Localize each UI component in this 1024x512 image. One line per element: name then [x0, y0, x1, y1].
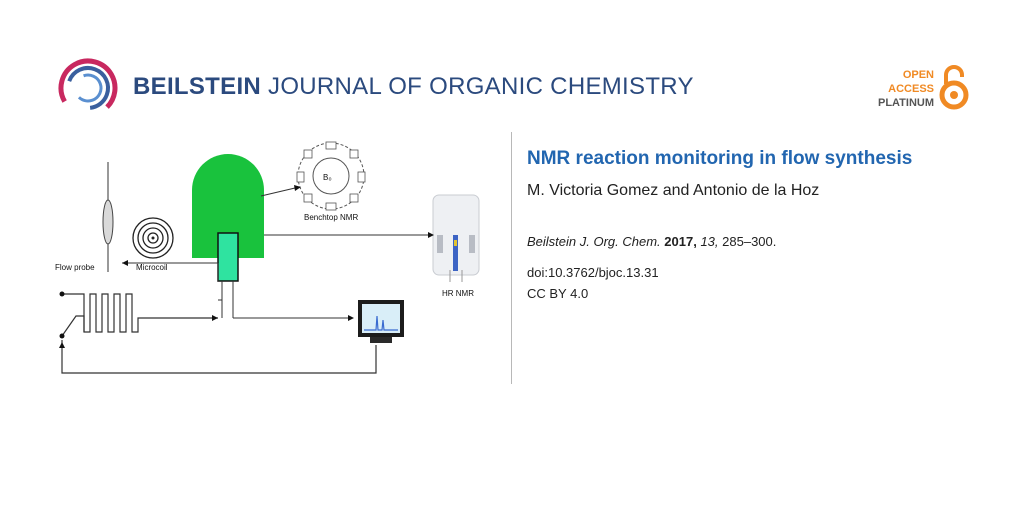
- open-access-lock-icon: [939, 65, 969, 110]
- citation-pages: 285–300.: [722, 234, 777, 249]
- oa-line-platinum: PLATINUM: [877, 97, 934, 109]
- citation: Beilstein J. Org. Chem. 2017, 13, 285–30…: [527, 234, 776, 249]
- benchtop-nmr-icon: [296, 141, 366, 211]
- citation-journal: Beilstein J. Org. Chem.: [527, 234, 661, 249]
- flow-probe-icon: [102, 162, 114, 272]
- b0-label: B₀: [323, 173, 332, 182]
- hr-nmr-magnet-icon: [432, 194, 480, 282]
- oa-line-access: ACCESS: [888, 83, 934, 95]
- graphical-abstract-figure: Flow probe Microcoil B₀ Benchtop NMR HR …: [55, 141, 480, 374]
- vertical-divider: [511, 132, 512, 384]
- beilstein-logo-icon: [58, 58, 118, 118]
- benchtop-nmr-label: Benchtop NMR: [304, 213, 358, 222]
- monitor-icon: [358, 300, 404, 343]
- article-title[interactable]: NMR reaction monitoring in flow synthesi…: [527, 148, 913, 169]
- hr-nmr-label: HR NMR: [442, 289, 474, 298]
- flow-cell: [217, 232, 239, 282]
- license-link[interactable]: CC BY 4.0: [527, 286, 589, 301]
- journal-title[interactable]: BEILSTEIN JOURNAL OF ORGANIC CHEMISTRY: [133, 73, 694, 101]
- article-authors: M. Victoria Gomez and Antonio de la Hoz: [527, 182, 820, 199]
- oa-line-open: OPEN: [902, 69, 934, 81]
- doi-link[interactable]: doi:10.3762/bjoc.13.31: [527, 265, 659, 280]
- journal-name-bold: BEILSTEIN: [133, 73, 262, 100]
- microcoil-icon: [132, 217, 174, 259]
- flow-probe-label: Flow probe: [55, 263, 95, 272]
- microcoil-label: Microcoil: [136, 263, 168, 272]
- open-access-badge: OPEN ACCESS PLATINUM: [878, 68, 934, 110]
- citation-year: 2017,: [664, 234, 697, 249]
- magnet-shape: [192, 154, 264, 258]
- journal-name-rest: JOURNAL OF ORGANIC CHEMISTRY: [261, 73, 694, 100]
- citation-volume: 13,: [700, 234, 719, 249]
